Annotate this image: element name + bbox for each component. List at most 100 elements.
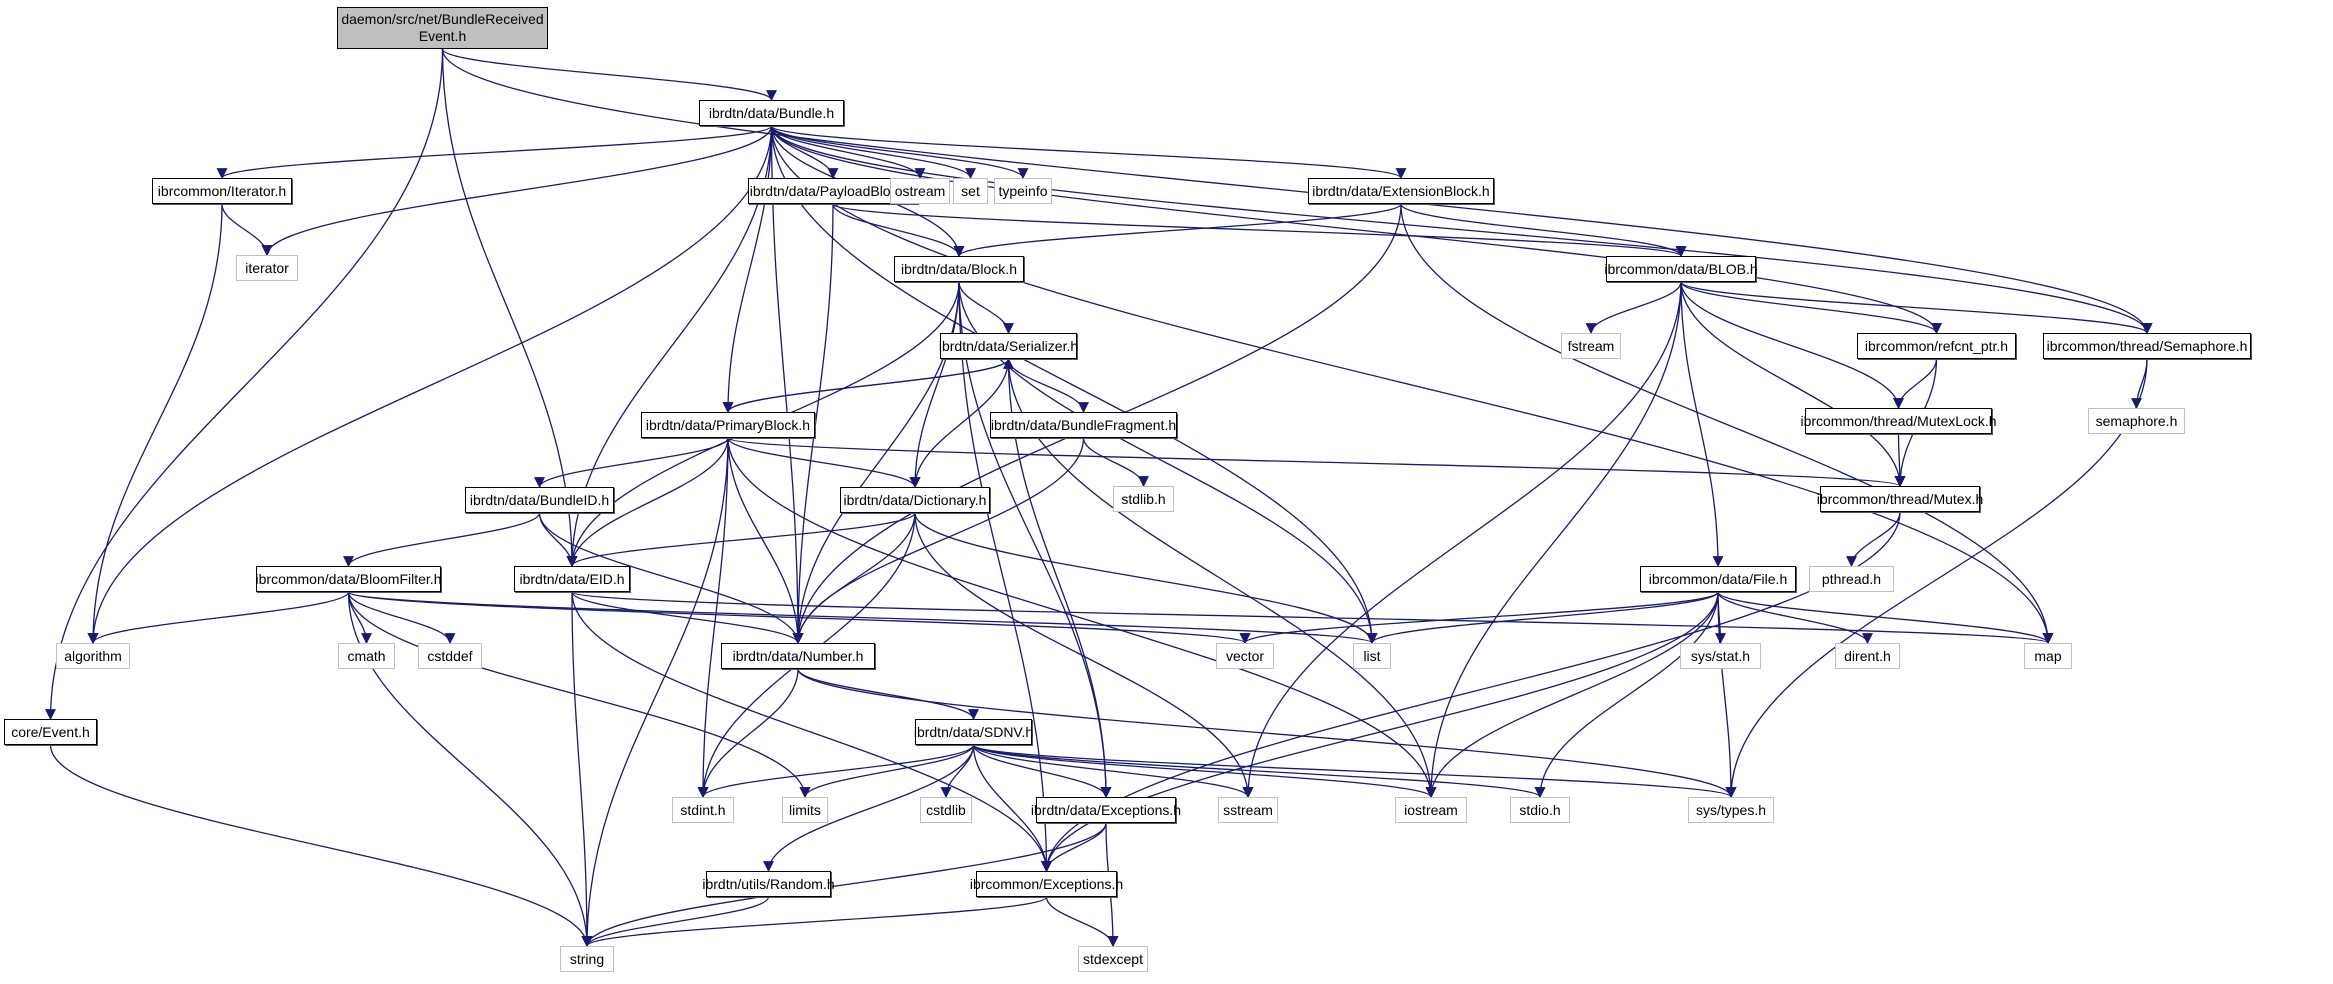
node-cmath: cmath <box>338 643 395 669</box>
node-label: pthread.h <box>1821 570 1882 587</box>
node-label: ibrdtn/data/BundleFragment.h <box>990 416 1177 433</box>
node-stdexcept: stdexcept <box>1078 946 1148 972</box>
node-semaphore[interactable]: ibrcommon/thread/Semaphore.h <box>2043 333 2251 359</box>
node-mutexlock[interactable]: ibrcommon/thread/MutexLock.h <box>1800 408 1997 434</box>
edge-bundle-to-semaphore <box>770 125 2153 335</box>
node-label: limits <box>789 801 821 818</box>
node-serializer[interactable]: ibrdtn/data/Serializer.h <box>939 333 1078 359</box>
edge-extension-to-map <box>1400 203 2054 645</box>
node-label: stdlib.h <box>1121 490 1166 507</box>
node-label: ibrdtn/data/Number.h <box>732 647 864 664</box>
node-label: stdexcept <box>1083 950 1143 967</box>
edge-sdnv-to-cexceptions <box>972 744 1052 873</box>
node-mutex[interactable]: ibrcommon/thread/Mutex.h <box>1817 486 1983 512</box>
edge-payload-to-blob <box>832 203 1687 258</box>
edge-eid-to-cexceptions <box>571 591 1052 873</box>
node-label: ibrcommon/data/BloomFilter.h <box>255 570 442 587</box>
edge-extension-to-block <box>953 203 1402 258</box>
node-blob[interactable]: ibrcommon/data/BLOB.h <box>1604 256 1758 282</box>
node-label: stdint.h <box>680 801 726 818</box>
edge-blob-to-refcnt <box>1680 281 1942 335</box>
node-dictionary[interactable]: ibrdtn/data/Dictionary.h <box>840 487 990 513</box>
edge-bundle-to-algorithm <box>87 125 773 645</box>
edge-primary-to-dictionary <box>727 437 921 489</box>
node-vector: vector <box>1216 643 1274 669</box>
node-stdlib: stdlib.h <box>1113 486 1174 512</box>
edge-bundle-to-map <box>770 125 2054 645</box>
edge-dictionary-to-list <box>914 512 1378 645</box>
node-label: ibrdtn/data/ExtensionBlock.h <box>1312 182 1490 199</box>
node-label: map <box>2034 647 2062 664</box>
node-list: list <box>1353 643 1391 669</box>
node-dirent: dirent.h <box>1835 643 1900 669</box>
node-bloom[interactable]: ibrcommon/data/BloomFilter.h <box>256 566 441 592</box>
edge-cexceptions-to-string <box>581 896 1048 948</box>
edge-bloom-to-limits <box>347 591 811 799</box>
node-pthread: pthread.h <box>1809 566 1894 592</box>
node-label: Event.h <box>418 28 467 44</box>
edge-sdnv-to-dexceptions <box>972 744 1112 799</box>
node-label: ibrdtn/data/Bundle.h <box>708 104 835 121</box>
edge-bloom-to-algorithm <box>87 591 350 645</box>
node-iteratorh[interactable]: ibrcommon/Iterator.h <box>152 178 292 204</box>
node-label: ibrdtn/data/Exceptions.h <box>1030 801 1182 818</box>
edge-bundle-to-iterator <box>261 125 773 257</box>
node-label: dirent.h <box>1844 647 1891 664</box>
edge-bundle-to-refcnt <box>770 125 1942 335</box>
node-random[interactable]: ibrdtn/utils/Random.h <box>702 871 835 897</box>
edge-bundleid-to-number <box>538 512 804 645</box>
edge-bundle-to-number <box>770 125 804 645</box>
edge-dictionary-to-eid <box>566 512 916 568</box>
node-bundle[interactable]: ibrdtn/data/Bundle.h <box>699 100 844 126</box>
node-label: cstdlib <box>926 801 966 818</box>
node-label: ibrdtn/data/EID.h <box>519 570 625 587</box>
edge-cexceptions-to-stdexcept <box>1045 896 1119 948</box>
node-block[interactable]: ibrdtn/data/Block.h <box>894 256 1024 282</box>
edge-primary-to-string <box>581 437 729 948</box>
edge-file-to-iostream <box>1425 591 1719 799</box>
node-label: daemon/src/net/BundleReceived <box>341 11 544 27</box>
edge-bundle-to-iteratorh <box>216 125 773 180</box>
node-fragment[interactable]: ibrdtn/data/BundleFragment.h <box>990 412 1177 438</box>
node-eid[interactable]: ibrdtn/data/EID.h <box>514 566 630 592</box>
node-refcnt[interactable]: ibrcommon/refcnt_ptr.h <box>1857 333 2016 359</box>
node-label: semaphore.h <box>2095 412 2178 429</box>
node-sdnv[interactable]: ibrdtn/data/SDNV.h <box>913 719 1034 745</box>
edge-serializer-to-fragment <box>1007 358 1089 414</box>
node-number[interactable]: ibrdtn/data/Number.h <box>721 643 875 669</box>
node-dexceptions[interactable]: ibrdtn/data/Exceptions.h <box>1031 797 1181 823</box>
edge-file-to-list <box>1366 591 1719 645</box>
edge-blob-to-fstream <box>1585 281 1682 335</box>
node-label: ibrdtn/data/PrimaryBlock.h <box>645 416 811 433</box>
node-label: algorithm <box>64 647 122 664</box>
edge-root-to-bundle <box>441 48 777 102</box>
node-cexceptions[interactable]: ibrcommon/Exceptions.h <box>970 871 1123 897</box>
edge-iteratorh-to-iterator <box>221 203 273 257</box>
edge-random-to-string <box>581 896 770 948</box>
edge-sdnv-to-iostream <box>972 744 1437 799</box>
edge-block-to-dexceptions <box>958 281 1112 799</box>
edge-payload-to-number <box>792 203 834 645</box>
node-set: set <box>953 178 988 204</box>
node-payload[interactable]: ibrdtn/data/PayloadBlock.h <box>748 178 918 204</box>
edge-bundle-to-primary <box>722 125 773 414</box>
edge-block-to-cexceptions <box>958 281 1052 873</box>
node-label: ibrcommon/Iterator.h <box>157 182 287 199</box>
node-label: ostream <box>894 182 946 199</box>
edge-fragment-to-stdlib <box>1082 437 1149 488</box>
edge-bundleid-to-eid <box>538 512 578 568</box>
node-file[interactable]: ibrcommon/data/File.h <box>1640 566 1796 592</box>
edge-block-to-serializer <box>958 281 1014 335</box>
node-primary[interactable]: ibrdtn/data/PrimaryBlock.h <box>641 412 815 438</box>
edge-root-to-event <box>45 48 444 721</box>
node-extension[interactable]: ibrdtn/data/ExtensionBlock.h <box>1308 178 1494 204</box>
node-label: ibrdtn/data/SDNV.h <box>913 723 1034 740</box>
node-event[interactable]: core/Event.h <box>4 719 97 745</box>
node-bundleid[interactable]: ibrdtn/data/BundleID.h <box>465 487 614 513</box>
node-stdint: stdint.h <box>672 797 734 823</box>
edge-bundle-to-typeinfo <box>770 125 1029 180</box>
edge-refcnt-to-mutexlock <box>1893 358 1938 410</box>
edge-file-to-dirent <box>1717 591 1873 645</box>
edge-iteratorh-to-algorithm <box>87 203 223 645</box>
